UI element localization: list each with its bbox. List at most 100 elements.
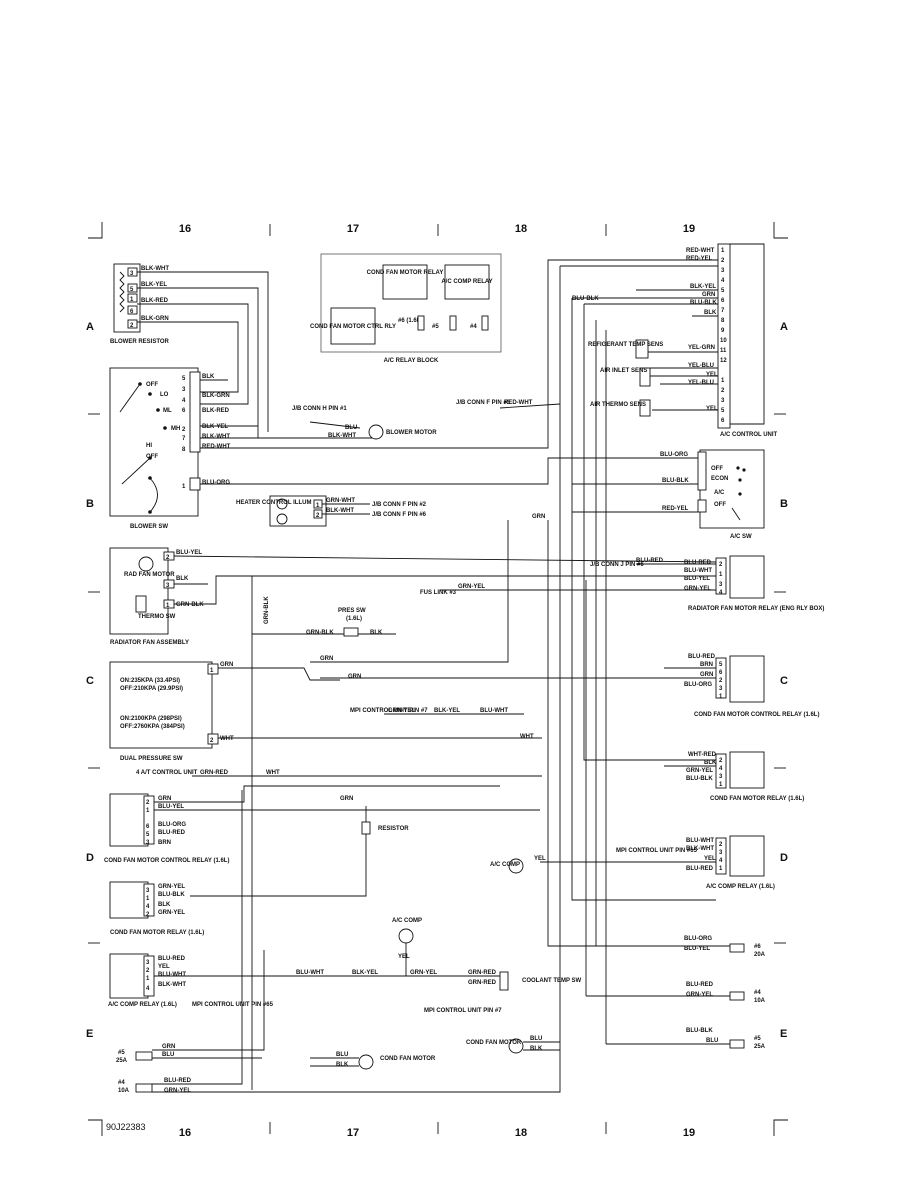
svg-text:10A: 10A bbox=[754, 998, 766, 1004]
svg-text:OFF:210KPA (29.9PSI): OFF:210KPA (29.9PSI) bbox=[120, 686, 183, 692]
svg-text:COND FAN MOTOR RELAY: COND FAN MOTOR RELAY bbox=[367, 270, 444, 276]
svg-text:5: 5 bbox=[182, 376, 186, 382]
svg-text:BLK-RED: BLK-RED bbox=[141, 298, 169, 304]
svg-text:BLK-WHT: BLK-WHT bbox=[202, 434, 230, 440]
sensors: REFIGERANT TEMP SENS AIR INLET SENS AIR … bbox=[456, 339, 663, 417]
radiator-fan-assembly: 2 3 1 RAD FAN MOTOR THERMO SW RADIATOR F… bbox=[109, 547, 717, 1090]
row-c-right: C bbox=[780, 675, 788, 687]
svg-text:BLU-YEL: BLU-YEL bbox=[176, 550, 202, 556]
svg-text:COND FAN MOTOR CONTROL RELAY (: COND FAN MOTOR CONTROL RELAY (1.6L) bbox=[694, 712, 819, 718]
blower-resistor-wires: BLK-WHT BLK-YEL BLK-RED BLK-GRN bbox=[137, 266, 269, 438]
svg-text:1: 1 bbox=[719, 866, 723, 872]
svg-text:BLK-GRN: BLK-GRN bbox=[202, 393, 230, 399]
svg-text:OFF: OFF bbox=[146, 454, 158, 460]
svg-text:3: 3 bbox=[721, 268, 725, 274]
row-labels: A B C D E A B C D E bbox=[86, 321, 788, 1040]
svg-text:BLU-RED: BLU-RED bbox=[686, 866, 714, 872]
svg-text:YEL: YEL bbox=[158, 964, 170, 970]
svg-text:A/C COMP: A/C COMP bbox=[392, 918, 422, 924]
svg-text:BLU-BLK: BLU-BLK bbox=[158, 892, 185, 898]
svg-text:GRN-YEL: GRN-YEL bbox=[686, 768, 713, 774]
svg-text:COND FAN MOTOR: COND FAN MOTOR bbox=[380, 1056, 436, 1062]
svg-text:ON:235KPA (33.4PSI): ON:235KPA (33.4PSI) bbox=[120, 678, 180, 684]
svg-text:RED-WHT: RED-WHT bbox=[504, 400, 533, 406]
svg-text:GRN: GRN bbox=[158, 796, 171, 802]
svg-text:8: 8 bbox=[182, 447, 186, 453]
heater-control-illum: 1 2 GRN-WHT BLK-WHT J/B CONN F PIN #2 J/… bbox=[236, 495, 427, 527]
svg-text:2: 2 bbox=[316, 513, 320, 519]
blower-switch-wires: BLK BLK-GRN BLK-RED BLK-YEL BLK-WHT RED-… bbox=[182, 259, 722, 490]
ac-control-unit: 1 2 3 4 5 6 7 8 9 10 11 12 1 2 3 5 6 A/C… bbox=[560, 243, 778, 438]
svg-text:BRN: BRN bbox=[700, 662, 713, 668]
svg-text:BLK-WHT: BLK-WHT bbox=[328, 433, 356, 439]
svg-text:WHT-RED: WHT-RED bbox=[688, 752, 717, 758]
svg-text:GRN-YEL: GRN-YEL bbox=[164, 1088, 191, 1094]
svg-text:WHT: WHT bbox=[220, 736, 234, 742]
svg-text:MH: MH bbox=[171, 426, 180, 432]
svg-text:2: 2 bbox=[719, 842, 723, 848]
dual-pressure-sw: 1 2 ON:235KPA (33.4PSI) OFF:210KPA (29.9… bbox=[109, 514, 556, 762]
svg-text:4: 4 bbox=[719, 766, 723, 772]
svg-text:THERMO SW: THERMO SW bbox=[138, 614, 176, 620]
svg-text:BLU-BLK: BLU-BLK bbox=[572, 296, 599, 302]
cond-fan-motor-relay-l: 31 42 GRN-YEL BLU-BLK BLK GRN-YEL COND F… bbox=[109, 881, 204, 936]
svg-text:ML: ML bbox=[163, 408, 172, 414]
svg-text:2: 2 bbox=[721, 258, 725, 264]
svg-text:3: 3 bbox=[719, 774, 723, 780]
svg-text:GRN-YEL: GRN-YEL bbox=[388, 708, 415, 714]
svg-text:RED-YEL: RED-YEL bbox=[662, 506, 689, 512]
svg-text:(1.6L): (1.6L) bbox=[346, 616, 362, 622]
svg-text:YEL: YEL bbox=[706, 406, 718, 412]
svg-text:GRN-RED: GRN-RED bbox=[468, 980, 497, 986]
svg-text:1: 1 bbox=[316, 503, 320, 509]
svg-text:#6: #6 bbox=[754, 944, 761, 950]
svg-text:MPI CONTROL UNIT PIN #7: MPI CONTROL UNIT PIN #7 bbox=[350, 708, 428, 714]
svg-text:5: 5 bbox=[721, 288, 725, 294]
cond-fan-motor-bottom: BLU BLK COND FAN MOTOR BLU BLK COND FAN … bbox=[310, 1036, 560, 1070]
svg-text:GRN-YEL: GRN-YEL bbox=[158, 884, 185, 890]
svg-text:HEATER CONTROL ILLUM: HEATER CONTROL ILLUM bbox=[236, 500, 311, 506]
col-18-top: 18 bbox=[515, 223, 527, 235]
svg-text:J/B CONN J PIN #6: J/B CONN J PIN #6 bbox=[590, 562, 644, 568]
svg-text:GRN-YEL: GRN-YEL bbox=[410, 970, 437, 976]
svg-text:BLK-YEL: BLK-YEL bbox=[141, 282, 167, 288]
svg-text:BLU-ORG: BLU-ORG bbox=[660, 452, 688, 458]
svg-text:3: 3 bbox=[721, 398, 725, 404]
svg-text:BLK-YEL: BLK-YEL bbox=[352, 970, 378, 976]
svg-text:BLU-BLK: BLU-BLK bbox=[686, 1028, 713, 1034]
svg-text:GRN-RED: GRN-RED bbox=[468, 970, 497, 976]
col-19-top: 19 bbox=[683, 223, 695, 235]
resistor: RESISTOR GRN bbox=[190, 796, 409, 897]
svg-text:4: 4 bbox=[182, 398, 186, 404]
svg-text:LO: LO bbox=[160, 392, 169, 398]
column-labels-bottom: 16 17 18 19 bbox=[179, 1127, 695, 1139]
svg-text:GRN-BLK: GRN-BLK bbox=[176, 602, 204, 608]
svg-text:3: 3 bbox=[166, 583, 170, 589]
svg-text:BLU-ORG: BLU-ORG bbox=[684, 936, 712, 942]
svg-text:2: 2 bbox=[721, 388, 725, 394]
svg-text:7: 7 bbox=[721, 308, 725, 314]
svg-text:BLU-ORG: BLU-ORG bbox=[684, 682, 712, 688]
ac-switch: OFF ECON A/C OFF A/C SW BLU-ORG BLU-BLK … bbox=[572, 449, 765, 540]
svg-text:WHT: WHT bbox=[520, 734, 534, 740]
fuses-left: #5 25A GRN BLU #4 10A BLU-RED GRN-YEL bbox=[116, 740, 561, 1094]
svg-text:25A: 25A bbox=[116, 1058, 128, 1064]
svg-text:BLK-WHT: BLK-WHT bbox=[326, 508, 354, 514]
svg-text:RED-WHT: RED-WHT bbox=[686, 248, 715, 254]
svg-text:BLOWER MOTOR: BLOWER MOTOR bbox=[386, 430, 437, 436]
col-17-top: 17 bbox=[347, 223, 359, 235]
svg-text:BLK-WHT: BLK-WHT bbox=[686, 846, 714, 852]
svg-text:12: 12 bbox=[720, 358, 727, 364]
svg-text:YEL: YEL bbox=[398, 954, 410, 960]
col-17-bottom: 17 bbox=[347, 1127, 359, 1139]
svg-text:3: 3 bbox=[146, 840, 150, 846]
svg-text:COND FAN MOTOR CONTROL RELAY (: COND FAN MOTOR CONTROL RELAY (1.6L) bbox=[104, 858, 229, 864]
svg-text:#6 (1.6L): #6 (1.6L) bbox=[398, 318, 422, 324]
svg-text:#5: #5 bbox=[754, 1036, 761, 1042]
svg-text:6: 6 bbox=[721, 298, 725, 304]
svg-text:BLK-WHT: BLK-WHT bbox=[158, 982, 186, 988]
svg-text:BLU-WHT: BLU-WHT bbox=[158, 972, 186, 978]
svg-text:COOLANT TEMP SW: COOLANT TEMP SW bbox=[522, 978, 582, 984]
svg-text:BLU-BLK: BLU-BLK bbox=[662, 478, 689, 484]
svg-text:OFF:2760KPA (384PSI): OFF:2760KPA (384PSI) bbox=[120, 724, 185, 730]
